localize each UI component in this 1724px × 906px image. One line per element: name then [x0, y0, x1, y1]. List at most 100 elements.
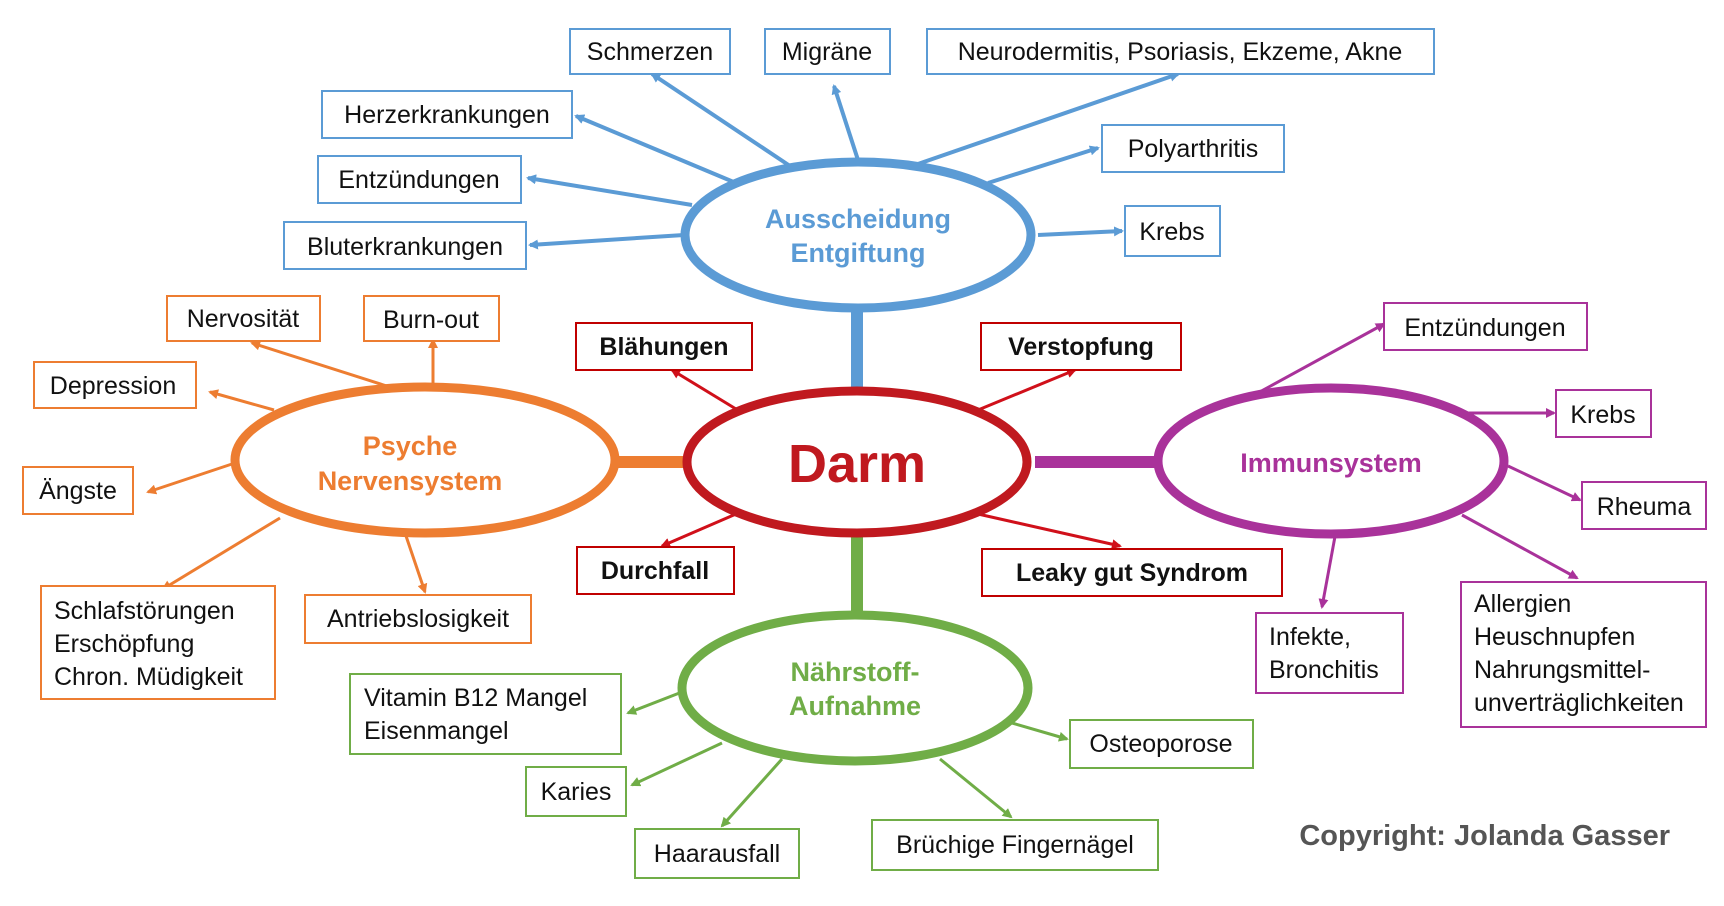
box-neuro: Neurodermitis, Psoriasis, Ekzeme, Akne: [926, 28, 1435, 75]
hub-psyche-line1: Psyche: [363, 431, 458, 461]
box-migraene: Migräne: [764, 28, 891, 75]
box-karies-label: Karies: [541, 778, 612, 806]
box-entzuendungen-purple-label: Entzündungen: [1404, 314, 1565, 342]
arrow-infekte: [1318, 530, 1338, 609]
hub-naehrstoff-line1: Nährstoff-: [791, 657, 920, 687]
hub-psyche-line2: Nervensystem: [318, 466, 503, 496]
box-krebs-purple: Krebs: [1555, 389, 1652, 438]
box-infekte-line1: Infekte,: [1269, 623, 1351, 651]
hub-immunsystem: Immunsystem: [1153, 383, 1509, 539]
box-entzuendungen-purple: Entzündungen: [1383, 302, 1588, 351]
arrow-antrieb: [403, 532, 428, 594]
arrow-schlaf: [161, 516, 281, 591]
arrow-polyarthritis: [987, 145, 1100, 185]
box-neuro-label: Neurodermitis, Psoriasis, Ekzeme, Akne: [958, 38, 1403, 66]
box-schlaf-line3: Chron. Müdigkeit: [54, 663, 243, 691]
box-durchfall: Durchfall: [576, 546, 735, 595]
arrow-migraene: [831, 84, 860, 161]
hub-ausscheidung: Ausscheidung Entgiftung: [680, 157, 1036, 313]
box-naegel: Brüchige Fingernägel: [871, 819, 1159, 871]
box-antrieb-label: Antriebslosigkeit: [327, 605, 509, 633]
box-schlaf-line1: Schlafstörungen: [54, 597, 235, 625]
box-verstopfung-label: Verstopfung: [1008, 333, 1154, 361]
box-vitamin-line2: Eisenmangel: [364, 717, 509, 745]
copyright-text: Copyright: Jolanda Gasser: [1299, 820, 1670, 852]
arrow-neuro: [914, 71, 1180, 167]
hub-naehrstoff: Nährstoff- Aufnahme: [677, 610, 1033, 766]
hub-ausscheidung-line1: Ausscheidung: [765, 204, 951, 234]
box-herz: Herzerkrankungen: [321, 90, 573, 139]
box-blut-label: Bluterkrankungen: [307, 233, 503, 261]
box-migraene-label: Migräne: [782, 38, 872, 66]
box-polyarthritis: Polyarthritis: [1101, 124, 1285, 173]
arrow-nervositaet: [250, 340, 394, 390]
box-nervositaet: Nervosität: [166, 295, 321, 342]
box-blaehungen: Blähungen: [575, 322, 753, 371]
box-nervositaet-label: Nervosität: [187, 305, 300, 333]
box-osteoporose: Osteoporose: [1069, 719, 1254, 769]
arrow-herz: [574, 114, 737, 185]
arrow-krebs-blue: [1037, 226, 1124, 237]
box-leaky: Leaky gut Syndrom: [981, 548, 1283, 597]
arrow-entzuendungen-blue: [526, 174, 693, 207]
box-antrieb: Antriebslosigkeit: [304, 594, 532, 644]
box-herz-label: Herzerkrankungen: [344, 101, 550, 129]
box-krebs-blue-label: Krebs: [1139, 218, 1204, 246]
arrow-naegel: [939, 757, 1013, 819]
box-haarausfall: Haarausfall: [634, 828, 800, 879]
box-verstopfung: Verstopfung: [980, 322, 1182, 371]
hub-ausscheidung-line2: Entgiftung: [791, 238, 926, 268]
arrow-entzuendungen-purple: [1244, 322, 1386, 402]
box-entzuendungen-blue: Entzündungen: [317, 155, 522, 204]
box-blut: Bluterkrankungen: [283, 221, 527, 270]
box-schmerzen: Schmerzen: [569, 28, 731, 75]
arrow-verstopfung: [977, 368, 1077, 412]
box-osteoporose-label: Osteoporose: [1089, 730, 1232, 758]
box-polyarthritis-label: Polyarthritis: [1128, 135, 1259, 163]
box-infekte-line2: Bronchitis: [1269, 656, 1379, 684]
box-burnout: Burn-out: [363, 295, 500, 342]
box-schlaf: Schlafstörungen Erschöpfung Chron. Müdig…: [40, 585, 276, 700]
box-leaky-label: Leaky gut Syndrom: [1016, 559, 1248, 587]
arrow-depression: [208, 389, 275, 412]
center-darm: Darm: [682, 386, 1032, 538]
arrow-blut: [528, 233, 685, 250]
box-vitamin-line1: Vitamin B12 Mangel: [364, 684, 587, 712]
box-rheuma: Rheuma: [1581, 481, 1707, 530]
box-haarausfall-label: Haarausfall: [654, 840, 780, 868]
box-aengste-label: Ängste: [39, 477, 117, 505]
arrow-rheuma: [1507, 464, 1582, 502]
box-depression: Depression: [33, 361, 197, 409]
box-burnout-label: Burn-out: [383, 306, 479, 334]
box-entzuendungen-blue-label: Entzündungen: [338, 166, 499, 194]
box-allergien: Allergien Heuschnupfen Nahrungsmittel- u…: [1460, 581, 1707, 728]
box-karies: Karies: [525, 766, 627, 817]
box-durchfall-label: Durchfall: [601, 557, 709, 585]
arrow-aengste: [146, 462, 233, 495]
hub-psyche: Psyche Nervensystem: [230, 382, 620, 538]
arrow-vitamin: [626, 690, 683, 715]
box-infekte: Infekte, Bronchitis: [1255, 612, 1404, 694]
center-label: Darm: [788, 434, 926, 494]
box-allergien-line1: Allergien: [1474, 590, 1571, 618]
hub-immun-line1: Immunsystem: [1240, 448, 1422, 478]
arrow-leaky: [977, 512, 1122, 550]
arrow-blaehungen: [670, 368, 737, 411]
box-allergien-line4: unverträglichkeiten: [1474, 689, 1684, 717]
box-schlaf-line2: Erschöpfung: [54, 630, 194, 658]
box-aengste: Ängste: [22, 466, 134, 515]
arrow-osteoporose: [1011, 721, 1069, 742]
box-krebs-purple-label: Krebs: [1570, 401, 1635, 429]
arrow-schmerzen: [650, 72, 792, 168]
box-rheuma-label: Rheuma: [1597, 493, 1692, 521]
box-allergien-line3: Nahrungsmittel-: [1474, 656, 1650, 684]
box-depression-label: Depression: [50, 372, 176, 400]
box-blaehungen-label: Blähungen: [599, 333, 728, 361]
box-vitamin: Vitamin B12 Mangel Eisenmangel: [349, 673, 622, 755]
arrow-allergien: [1461, 513, 1579, 580]
box-schmerzen-label: Schmerzen: [587, 38, 713, 66]
hub-naehrstoff-line2: Aufnahme: [789, 691, 921, 721]
box-krebs-blue: Krebs: [1124, 205, 1221, 257]
box-allergien-line2: Heuschnupfen: [1474, 623, 1635, 651]
